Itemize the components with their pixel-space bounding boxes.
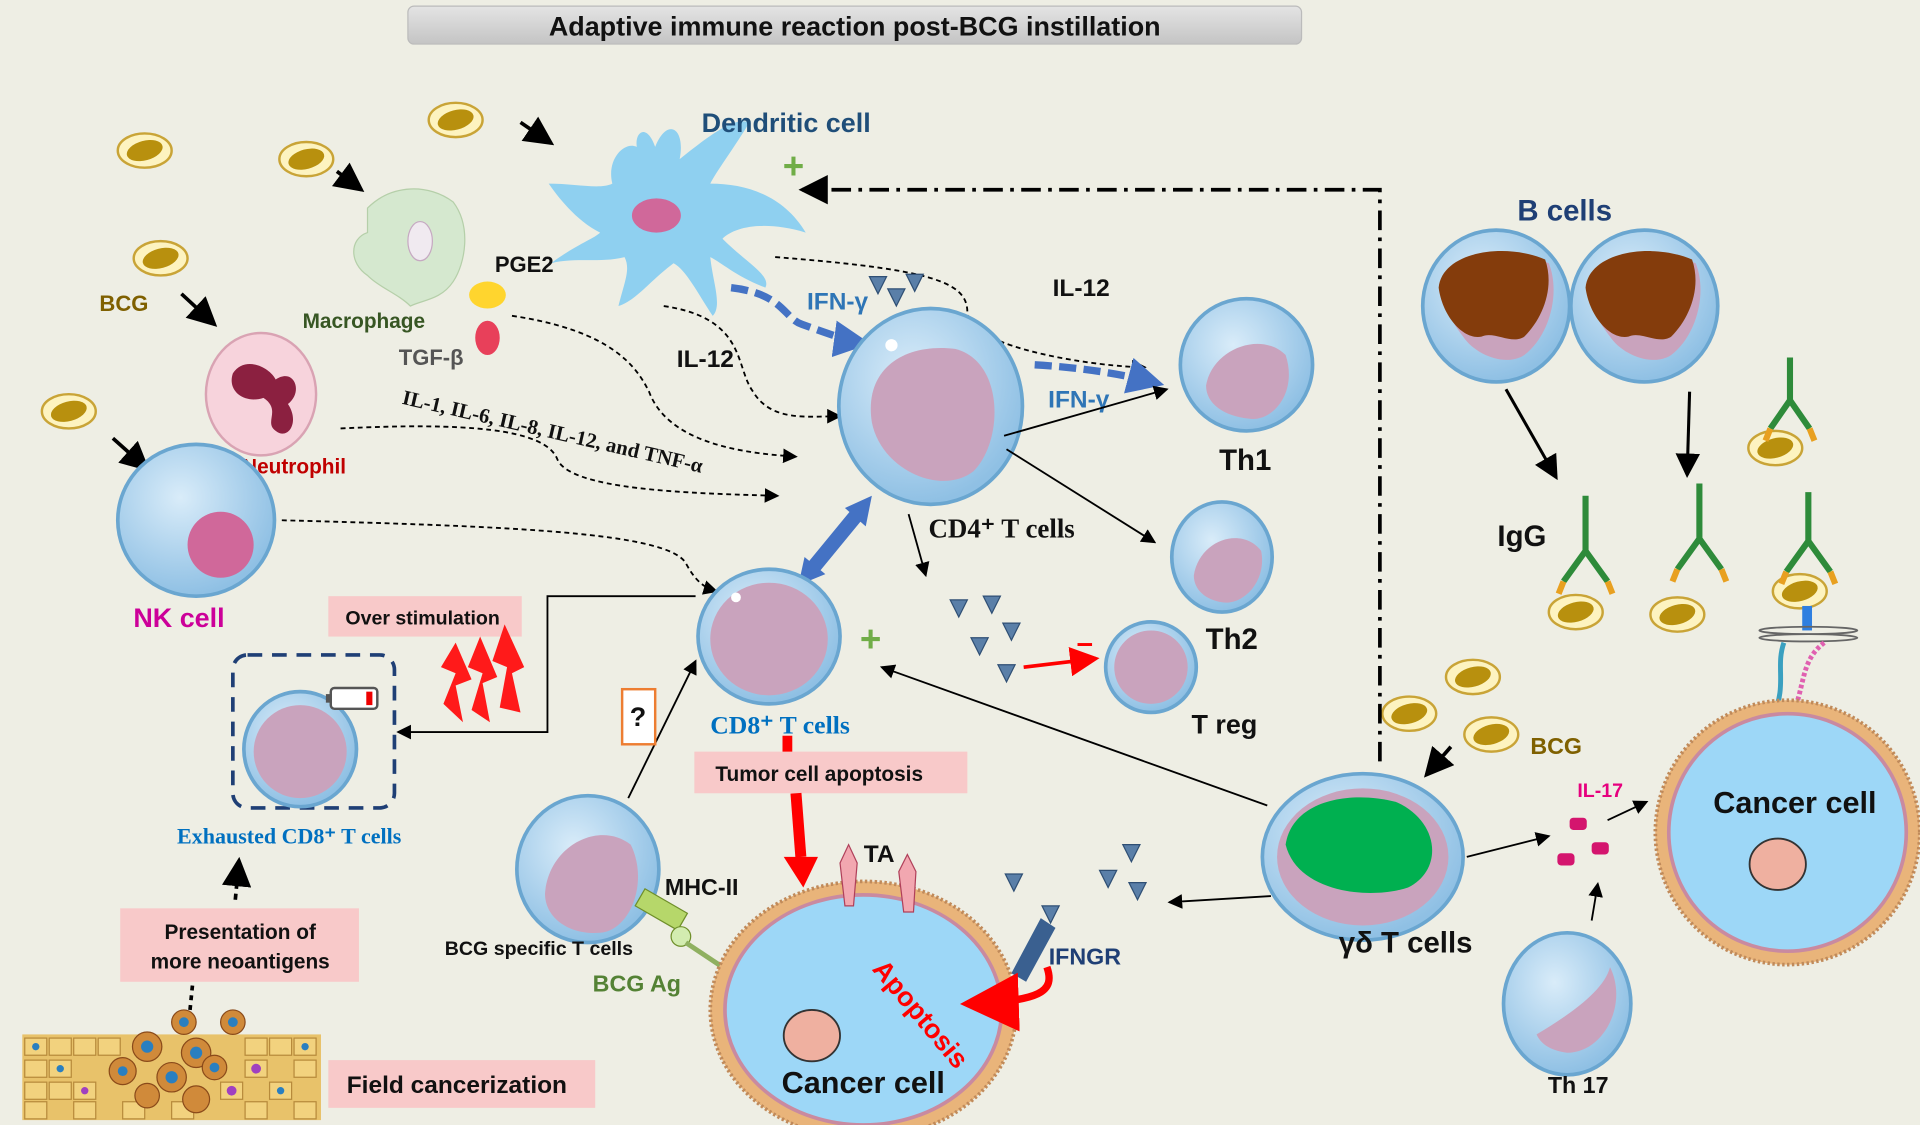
pge2-molecule bbox=[469, 281, 506, 309]
il12-label-mid: IL-12 bbox=[677, 346, 734, 373]
bcg-specific-label: BCG specific T cells bbox=[445, 938, 633, 960]
ifngr-apoptosis-arrow bbox=[960, 965, 1053, 1032]
field-cancerization-label: Field cancerization bbox=[347, 1072, 567, 1099]
infection-arrows bbox=[111, 116, 1455, 778]
th2-cell bbox=[1169, 500, 1274, 614]
title-bar: Adaptive immune reaction post-BCG instil… bbox=[407, 5, 1303, 45]
field-arrow bbox=[188, 985, 195, 1011]
ifngr-label: IFNGR bbox=[1049, 944, 1122, 970]
over-stimulation-box bbox=[328, 596, 522, 637]
neoantigen-arrow bbox=[221, 856, 252, 900]
bcg-label-right: BCG bbox=[1530, 733, 1582, 759]
cancer-cell-bottom-label: Cancer cell bbox=[782, 1066, 945, 1100]
igg-label: IgG bbox=[1497, 520, 1546, 553]
tumor-apoptosis-box bbox=[694, 751, 968, 794]
exhausted-label: Exhausted CD8⁺ T cells bbox=[177, 823, 402, 848]
mhc-ii-receptor bbox=[634, 887, 724, 970]
b-cell-arrows bbox=[1504, 388, 1701, 481]
apoptosis-arrowhead bbox=[783, 856, 818, 888]
plus-sign-cd8: + bbox=[860, 618, 881, 659]
feedback-arrow bbox=[798, 175, 1382, 762]
nk-cell-label: NK cell bbox=[133, 603, 224, 633]
question-box bbox=[620, 687, 657, 746]
b-cells-label: B cells bbox=[1517, 194, 1612, 227]
b-cells bbox=[1420, 228, 1720, 384]
macrophage bbox=[353, 188, 466, 307]
over-stimulation-label: Over stimulation bbox=[345, 607, 499, 629]
presentation-label-1: Presentation of bbox=[165, 921, 316, 944]
th17-label: Th 17 bbox=[1548, 1072, 1609, 1098]
exhausted-box bbox=[231, 653, 397, 810]
ta-label: TA bbox=[864, 841, 895, 868]
igg-antibodies bbox=[1555, 357, 1839, 595]
apoptosis-arrow bbox=[790, 792, 807, 858]
pge2-label: PGE2 bbox=[495, 252, 554, 277]
treg-inhibit-sign: – bbox=[1077, 626, 1093, 659]
cd4-t-cell bbox=[836, 306, 1025, 507]
cd4-cd8-interaction-arrow bbox=[798, 495, 872, 586]
ifngr-receptor bbox=[1011, 918, 1056, 982]
th1-cell bbox=[1178, 296, 1315, 433]
diagram-title: Adaptive immune reaction post-BCG instil… bbox=[549, 12, 1161, 42]
cd4-label: CD4⁺ T cells bbox=[928, 513, 1074, 543]
lightning-icon bbox=[440, 624, 525, 723]
nk-cell bbox=[115, 442, 277, 599]
ifn-gamma-label-1: IFN-γ bbox=[807, 289, 869, 316]
exhausted-cd8-cell bbox=[242, 689, 359, 809]
field-cancerization-tissue bbox=[22, 1009, 321, 1121]
ta-antigen bbox=[839, 843, 917, 913]
gd-t-cell bbox=[1260, 771, 1465, 942]
th2-label: Th2 bbox=[1206, 623, 1258, 656]
cytokines-label: IL-1, IL-6, IL-8, IL-12, and TNF-α bbox=[400, 385, 706, 478]
cd8-t-cell bbox=[696, 567, 842, 706]
dendritic-cell bbox=[548, 121, 806, 316]
macrophage-label: Macrophage bbox=[303, 310, 426, 333]
presentation-label-2: more neoantigens bbox=[151, 950, 330, 973]
bcg-ag-label: BCG Ag bbox=[593, 971, 681, 997]
cancer-cell-right bbox=[1653, 698, 1920, 967]
dendritic-cell-label: Dendritic cell bbox=[702, 108, 871, 138]
mhc-ii-label: MHC-II bbox=[665, 874, 739, 900]
neutrophil-label: Neutrophil bbox=[242, 456, 346, 479]
field-cancerization-box bbox=[328, 1060, 596, 1108]
il17-label: IL-17 bbox=[1577, 780, 1623, 802]
treg-inhibit-arrow bbox=[1023, 647, 1100, 677]
cd8-label: CD8⁺ T cells bbox=[710, 710, 850, 739]
question-mark: ? bbox=[630, 702, 646, 732]
cytokine-paths bbox=[281, 256, 1147, 595]
tgf-beta-label: TGF-β bbox=[399, 345, 464, 370]
treg-label: T reg bbox=[1192, 709, 1258, 739]
presentation-box bbox=[120, 908, 359, 982]
neutrophil bbox=[204, 331, 318, 457]
ifn-gamma-arrows bbox=[730, 284, 1165, 394]
treg-cell bbox=[1103, 620, 1199, 715]
cancer-cell-right-label: Cancer cell bbox=[1713, 786, 1876, 820]
low-battery-icon bbox=[325, 686, 379, 711]
th1-label: Th1 bbox=[1219, 444, 1271, 477]
gd-t-cells-label: γδ T cells bbox=[1339, 926, 1473, 959]
th17-cell bbox=[1501, 930, 1633, 1077]
cancer-cell-bottom bbox=[708, 879, 1019, 1125]
tumor-apoptosis-label: Tumor cell apoptosis bbox=[715, 763, 923, 786]
tgf-beta-molecule bbox=[475, 320, 500, 356]
ifn-gamma-label-2: IFN-γ bbox=[1048, 387, 1110, 414]
il12-label-top: IL-12 bbox=[1053, 275, 1110, 302]
differentiation-arrows bbox=[396, 385, 1649, 921]
bcg-label-left: BCG bbox=[99, 291, 148, 316]
plus-sign: + bbox=[783, 146, 804, 187]
il17-molecules bbox=[1557, 817, 1609, 866]
bcg-specific-t-cell bbox=[515, 793, 661, 945]
